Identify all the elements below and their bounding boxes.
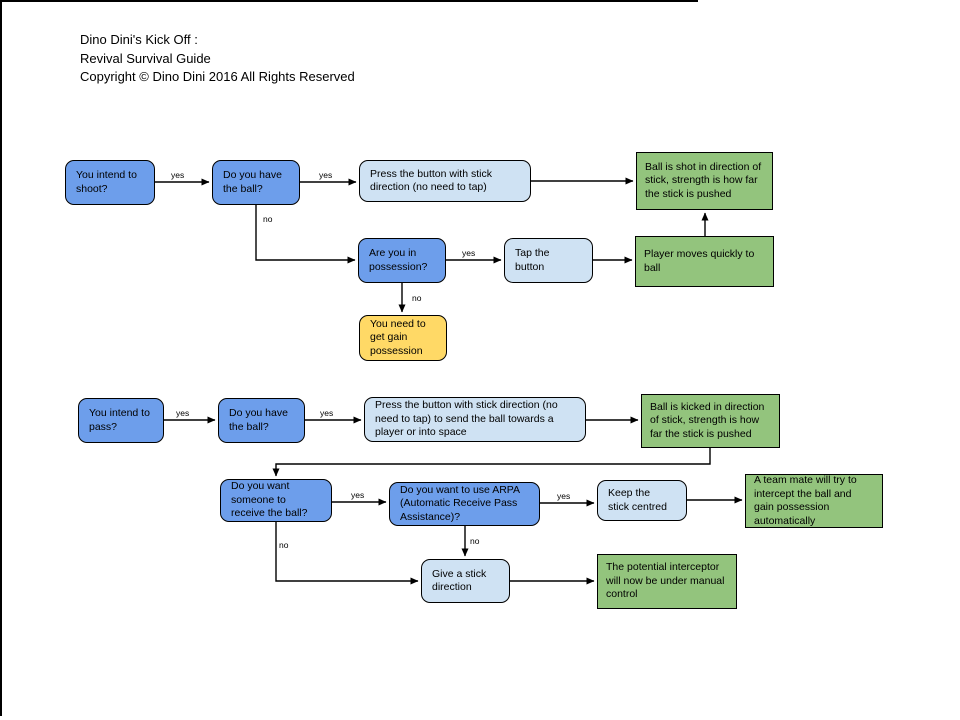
node-keep-stick: Keep the stick centred xyxy=(597,480,687,521)
page-border-top xyxy=(0,0,698,2)
edge-label-yes: yes xyxy=(351,490,365,500)
node-potential-interceptor-label: The potential interceptor will now be un… xyxy=(606,561,725,601)
node-give-stick: Give a stick direction xyxy=(421,559,510,603)
node-ball-kicked: Ball is kicked in direction of stick, st… xyxy=(641,394,780,448)
node-in-possession-label: Are you in possession? xyxy=(369,247,428,273)
edge-want-receiver-no-to-give-stick xyxy=(275,522,419,585)
node-tap-button: Tap the button xyxy=(504,238,593,283)
node-press-button-stick-label: Press the button with stick direction (n… xyxy=(370,167,492,194)
node-need-possession: You need to get gain possession xyxy=(359,315,447,361)
edge-label-yes: yes xyxy=(319,170,333,180)
node-intend-shoot: You intend to shoot? xyxy=(65,160,155,205)
node-player-moves: Player moves quickly to ball xyxy=(635,236,774,287)
edge-label-no: no xyxy=(263,214,273,224)
node-press-button-pass-label: Press the button with stick direction (n… xyxy=(375,399,558,439)
edge-label-yes: yes xyxy=(320,408,334,418)
edge-label-yes: yes xyxy=(171,170,185,180)
node-intend-shoot-label: You intend to shoot? xyxy=(76,169,137,195)
node-use-arpa: Do you want to use ARPA (Automatic Recei… xyxy=(389,482,540,526)
node-tap-button-label: Tap the button xyxy=(515,247,550,273)
node-want-receiver: Do you want someone to receive the ball? xyxy=(220,479,332,522)
node-need-possession-label: You need to get gain possession xyxy=(370,317,426,357)
node-give-stick-label: Give a stick direction xyxy=(432,567,487,594)
node-teammate-intercept: A team mate will try to intercept the ba… xyxy=(745,474,883,528)
edge-label-no: no xyxy=(279,540,289,550)
node-press-button-stick: Press the button with stick direction (n… xyxy=(359,160,531,202)
node-teammate-intercept-label: A team mate will try to intercept the ba… xyxy=(754,474,857,527)
edge-label-no: no xyxy=(412,293,422,303)
node-player-moves-label: Player moves quickly to ball xyxy=(644,248,755,274)
node-have-ball-shoot-label: Do you have the ball? xyxy=(223,169,282,195)
node-in-possession: Are you in possession? xyxy=(358,238,446,283)
document-title: Dino Dini's Kick Off : Revival Survival … xyxy=(80,32,355,84)
node-press-button-pass: Press the button with stick direction (n… xyxy=(364,397,586,442)
node-have-ball-shoot: Do you have the ball? xyxy=(212,160,300,205)
edge-label-no: no xyxy=(470,536,480,546)
node-potential-interceptor: The potential interceptor will now be un… xyxy=(597,554,737,609)
node-keep-stick-label: Keep the stick centred xyxy=(608,487,667,513)
node-have-ball-pass: Do you have the ball? xyxy=(218,398,305,443)
node-want-receiver-label: Do you want someone to receive the ball? xyxy=(231,480,308,520)
page-border-left xyxy=(0,0,2,716)
node-intend-pass-label: You intend to pass? xyxy=(89,407,150,433)
edge-label-yes: yes xyxy=(462,248,476,258)
edge-label-yes: yes xyxy=(176,408,190,418)
edge-ball-kicked-to-want-receiver xyxy=(272,448,711,477)
node-have-ball-pass-label: Do you have the ball? xyxy=(229,407,288,433)
node-ball-shot-label: Ball is shot in direction of stick, stre… xyxy=(645,160,762,200)
edge-label-yes: yes xyxy=(557,491,571,501)
node-intend-pass: You intend to pass? xyxy=(78,398,164,443)
node-use-arpa-label: Do you want to use ARPA (Automatic Recei… xyxy=(400,483,521,523)
node-ball-shot: Ball is shot in direction of stick, stre… xyxy=(636,152,773,210)
node-ball-kicked-label: Ball is kicked in direction of stick, st… xyxy=(650,400,765,440)
